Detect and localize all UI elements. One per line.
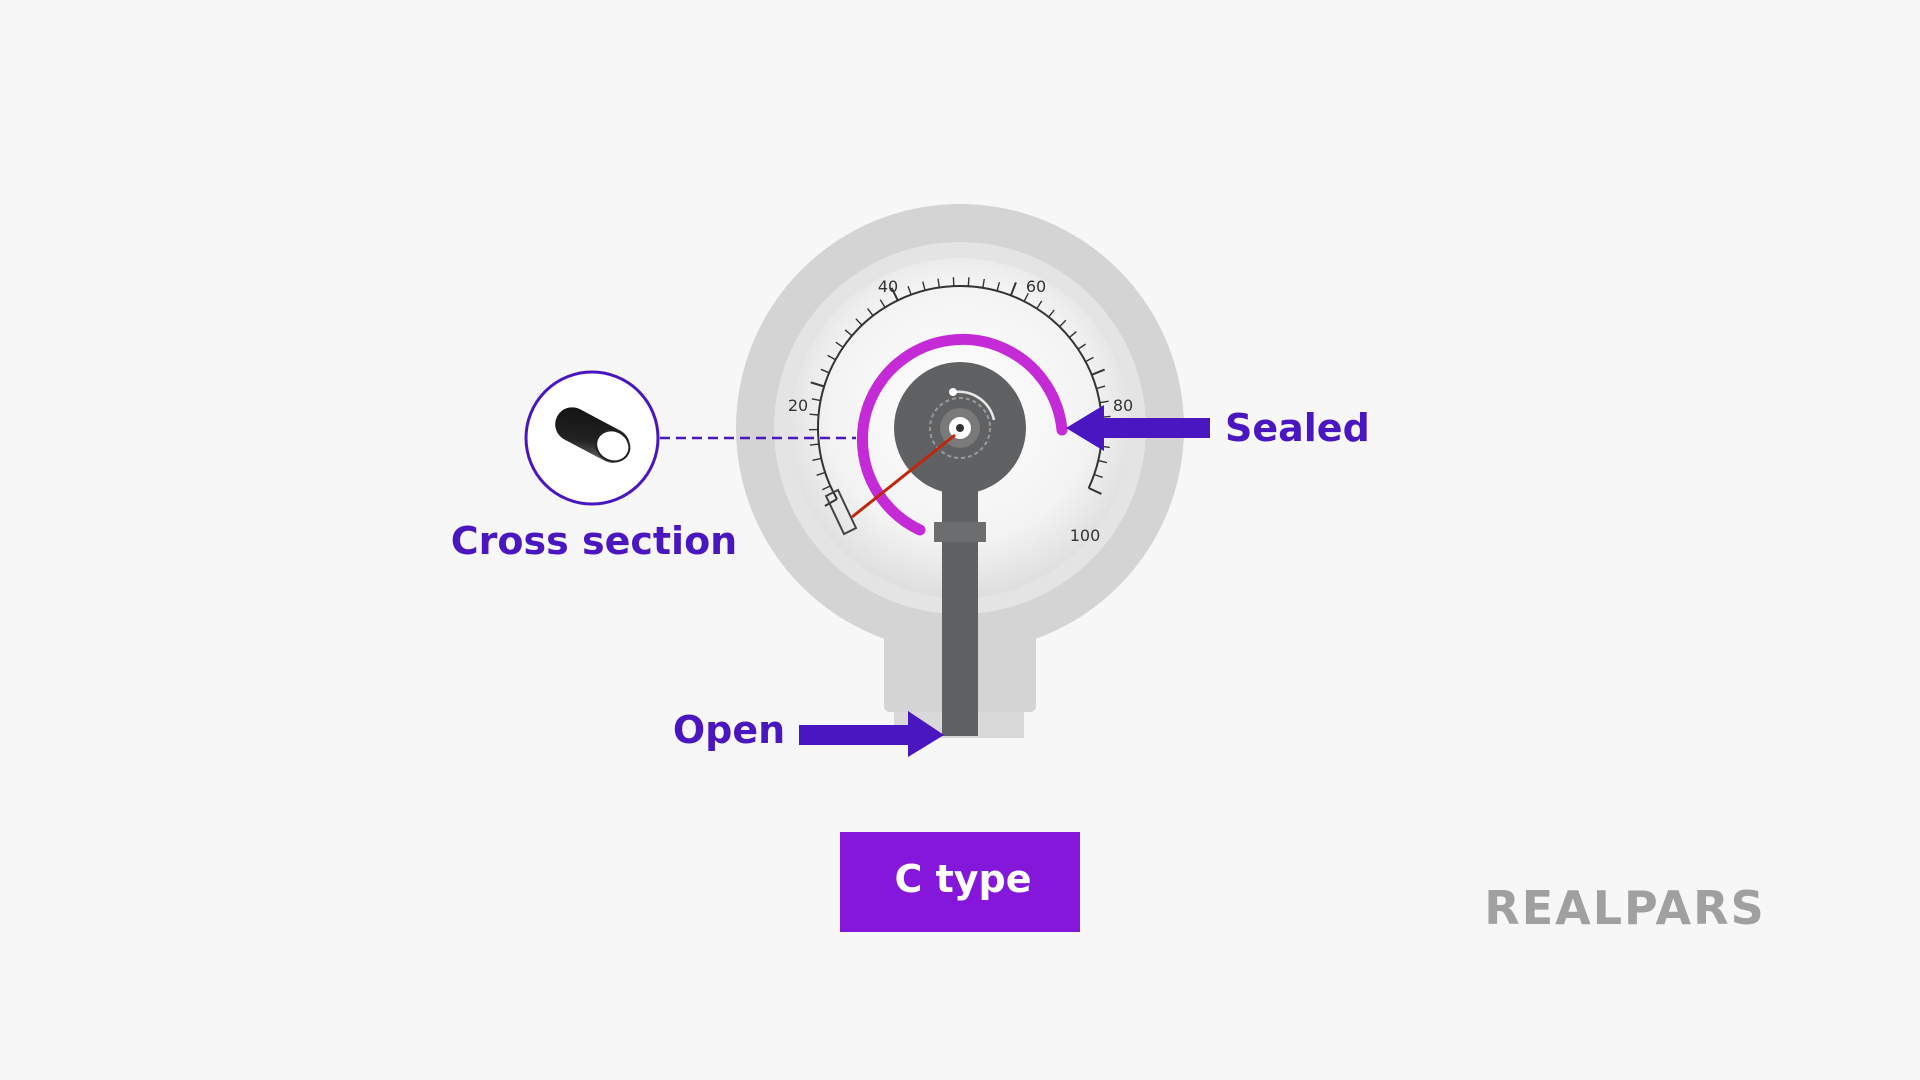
scale-label-40: 40 [878, 277, 898, 296]
scale-minor-tick [844, 329, 853, 337]
scale-major-tick [810, 381, 825, 388]
scale-minor-tick [827, 354, 836, 361]
bourdon-c-tube [856, 333, 1068, 536]
scale-minor-tick [809, 443, 819, 446]
scale-minor-tick [1098, 459, 1108, 464]
open-arrow [799, 711, 944, 757]
gauge-scale-labels: 20 40 60 80 100 [788, 277, 1133, 545]
scale-minor-tick [967, 277, 970, 287]
scale-minor-tick [821, 485, 831, 491]
open-label: Open [673, 708, 785, 752]
sealed-arrow [1066, 405, 1210, 451]
scale-minor-tick [907, 285, 912, 295]
cross-section-oval-icon [555, 407, 631, 463]
scale-label-20: 20 [788, 396, 808, 415]
scale-minor-tick [1096, 385, 1106, 390]
tube-stem [934, 488, 986, 736]
scale-major-tick [824, 498, 838, 507]
scale-minor-tick [996, 282, 1001, 292]
cross-section-label: Cross section [451, 519, 737, 563]
scale-minor-tick [879, 299, 886, 308]
scale-label-60: 60 [1026, 277, 1046, 296]
scale-major-tick [1009, 282, 1017, 296]
scale-minor-tick [811, 398, 821, 402]
scale-major-tick [1091, 368, 1106, 376]
scale-minor-tick [835, 341, 844, 348]
gauge-scale [809, 277, 1111, 507]
pinion-gear [929, 388, 996, 459]
realpars-logo: REALPARS [1484, 881, 1765, 935]
scale-minor-tick [1036, 300, 1043, 309]
scale-minor-tick [1048, 309, 1055, 318]
scale-minor-tick [1093, 473, 1103, 479]
scale-minor-tick [982, 278, 985, 288]
scale-minor-tick [922, 281, 926, 291]
gauge-needle [851, 433, 956, 519]
scale-major-tick [1088, 487, 1102, 495]
scale-minor-tick [855, 318, 863, 326]
scale-minor-tick [1023, 292, 1029, 302]
sealed-callout: Sealed [1066, 405, 1370, 451]
type-badge: C type [840, 832, 1080, 932]
scale-minor-tick [937, 278, 941, 288]
sealed-label: Sealed [1225, 406, 1370, 450]
scale-minor-tick [1085, 356, 1094, 363]
scale-minor-tick [809, 413, 819, 416]
scale-minor-tick [1068, 331, 1077, 338]
scale-minor-tick [816, 471, 826, 476]
type-badge-label: C type [894, 857, 1031, 901]
cross-section-callout: Cross section [451, 370, 856, 563]
scale-major-tick [890, 287, 899, 301]
scale-label-100: 100 [1070, 526, 1101, 545]
open-callout: Open [673, 708, 944, 757]
scale-minor-tick [820, 368, 830, 374]
scale-minor-tick [812, 457, 822, 462]
scale-minor-tick [867, 308, 874, 317]
scale-arc [817, 285, 1103, 500]
scale-label-80: 80 [1113, 396, 1133, 415]
scale-minor-tick [1059, 319, 1067, 328]
zero-stop-bracket [824, 488, 858, 536]
scale-minor-tick [1099, 400, 1109, 404]
scale-minor-tick [1077, 343, 1086, 350]
